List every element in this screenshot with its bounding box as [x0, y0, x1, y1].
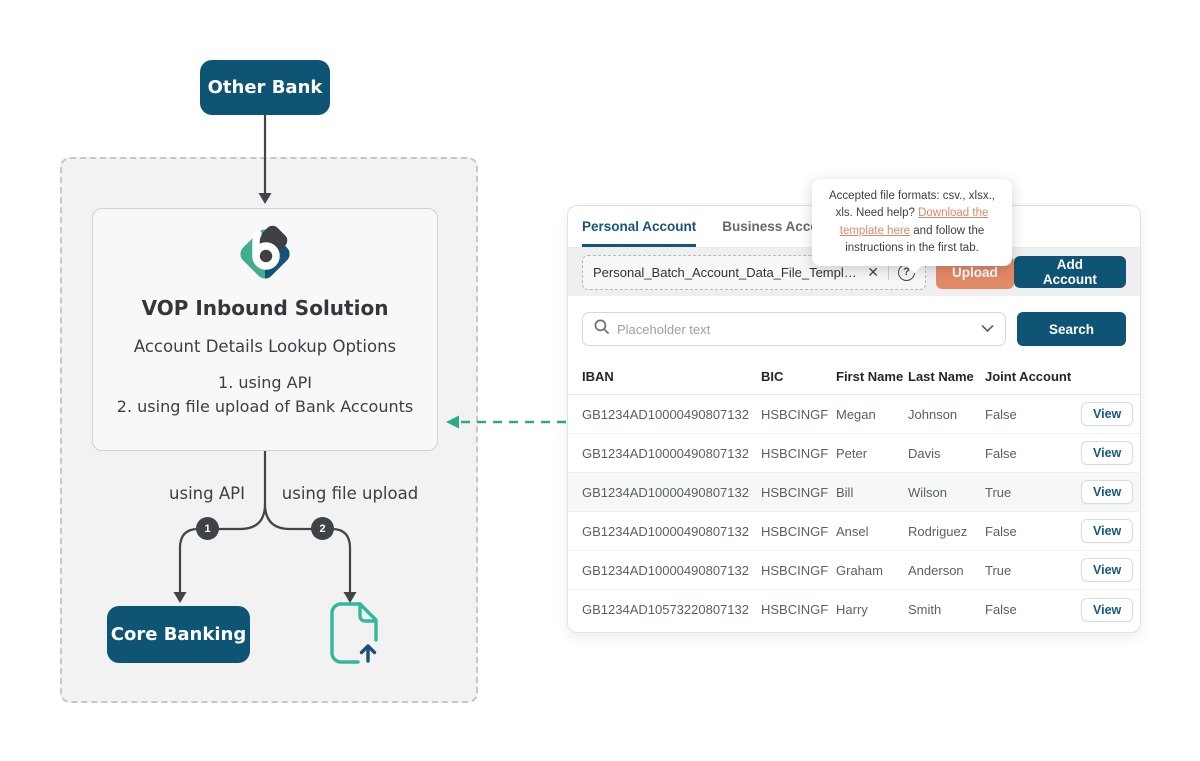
cell-first-name: Ansel [836, 523, 869, 539]
cell-last-name: Johnson [908, 406, 958, 422]
header-first-name: First Name [836, 369, 904, 384]
cell-first-name: Graham [836, 562, 883, 578]
other-bank-label: Other Bank [207, 77, 323, 98]
cell-bic: HSBCINGF [761, 445, 829, 461]
branch-label-file-upload: using file upload [281, 484, 419, 503]
core-banking-label: Core Banking [110, 624, 247, 645]
search-row: Search [582, 312, 1126, 346]
cell-last-name: Davis [908, 445, 941, 461]
branch-number-2-badge: 2 [311, 517, 334, 540]
chevron-down-icon[interactable] [981, 320, 994, 338]
cell-iban: GB1234AD10000490807132 [582, 406, 749, 422]
cell-joint-account: False [985, 406, 1017, 422]
table-row: GB1234AD10000490807132 HSBCINGF Graham A… [568, 551, 1140, 590]
branch-number-1-badge: 1 [196, 517, 219, 540]
header-last-name: Last Name [908, 369, 974, 384]
add-account-button[interactable]: Add Account [1013, 256, 1126, 288]
cell-last-name: Anderson [908, 562, 964, 578]
header-iban: IBAN [582, 369, 614, 384]
cell-first-name: Megan [836, 406, 876, 422]
cell-last-name: Wilson [908, 484, 948, 500]
solution-option-file-upload: 2. using file upload of Bank Accounts [116, 397, 414, 416]
vop-solution-node: VOP Inbound Solution Account Details Loo… [92, 208, 438, 451]
other-bank-node: Other Bank [200, 60, 330, 115]
cell-joint-account: True [985, 484, 1012, 500]
solution-subtitle: Account Details Lookup Options [133, 337, 397, 356]
cell-last-name: Smith [908, 602, 942, 617]
uploaded-filename: Personal_Batch_Account_Data_File_Templat… [593, 264, 859, 280]
table-header: IBAN BIC First Name Last Name Joint Acco… [568, 359, 1140, 395]
cell-last-name: Rodriguez [908, 523, 968, 539]
view-button[interactable]: View [1081, 480, 1134, 504]
solution-title: VOP Inbound Solution [141, 296, 389, 320]
accounts-panel: Personal Account Business Account Person… [567, 205, 1141, 633]
cell-bic: HSBCINGF [761, 484, 829, 500]
solution-option-api: 1. using API [218, 373, 312, 392]
view-button[interactable]: View [1081, 402, 1134, 426]
view-button[interactable]: View [1081, 441, 1134, 465]
cell-iban: GB1234AD10000490807132 [582, 523, 749, 539]
accounts-table: IBAN BIC First Name Last Name Joint Acco… [568, 359, 1140, 629]
help-tooltip: Accepted file formats: csv., xlsx., xls.… [812, 179, 1012, 274]
cell-joint-account: False [985, 445, 1017, 461]
download-template-link[interactable]: Download the template here [839, 207, 989, 237]
cell-bic: HSBCINGF [761, 602, 829, 617]
clear-file-icon[interactable]: ✕ [867, 264, 879, 280]
cell-bic: HSBCINGF [761, 406, 829, 422]
table-row: GB1234AD10000490807132 HSBCINGF Bill Wil… [568, 473, 1140, 512]
solution-options: 1. using API 2. using file upload of Ban… [117, 371, 413, 419]
table-row: GB1234AD10000490807132 HSBCINGF Peter Da… [568, 434, 1140, 473]
tooltip-text-after: and follow the instructions in the first… [845, 224, 985, 254]
search-icon [594, 319, 609, 339]
tab-business-account[interactable]: Business Account [722, 218, 840, 234]
branch-label-api: using API [169, 484, 245, 503]
view-button[interactable]: View [1081, 519, 1134, 543]
tooltip-text-before: Accepted file formats: csv., xlsx., xls.… [829, 190, 995, 220]
cell-iban: GB1234AD10573220807132 [582, 602, 749, 617]
view-button[interactable]: View [1081, 558, 1134, 582]
table-row: GB1234AD10573220807132 HSBCINGF Harry Sm… [568, 590, 1140, 629]
brand-logo-icon [236, 225, 294, 288]
cell-joint-account: True [985, 562, 1012, 578]
view-button[interactable]: View [1081, 597, 1134, 622]
cell-first-name: Bill [836, 484, 854, 500]
cell-bic: HSBCINGF [761, 523, 829, 539]
file-upload-icon [324, 597, 380, 672]
cell-bic: HSBCINGF [761, 562, 829, 578]
header-bic: BIC [761, 369, 784, 384]
cell-first-name: Peter [836, 445, 868, 461]
table-row: GB1234AD10000490807132 HSBCINGF Ansel Ro… [568, 512, 1140, 551]
search-field[interactable] [582, 312, 1006, 346]
tab-personal-account[interactable]: Personal Account [582, 206, 697, 247]
header-joint-account: Joint Account [985, 369, 1072, 384]
core-banking-node: Core Banking [107, 606, 250, 663]
cell-iban: GB1234AD10000490807132 [582, 484, 749, 500]
cell-joint-account: False [985, 602, 1017, 617]
cell-iban: GB1234AD10000490807132 [582, 445, 749, 461]
table-row: GB1234AD10000490807132 HSBCINGF Megan Jo… [568, 395, 1140, 434]
divider [888, 264, 889, 280]
cell-first-name: Harry [836, 602, 868, 617]
cell-iban: GB1234AD10000490807132 [582, 562, 749, 578]
search-input[interactable] [617, 321, 973, 337]
search-button[interactable]: Search [1017, 312, 1126, 346]
cell-joint-account: False [985, 523, 1017, 539]
